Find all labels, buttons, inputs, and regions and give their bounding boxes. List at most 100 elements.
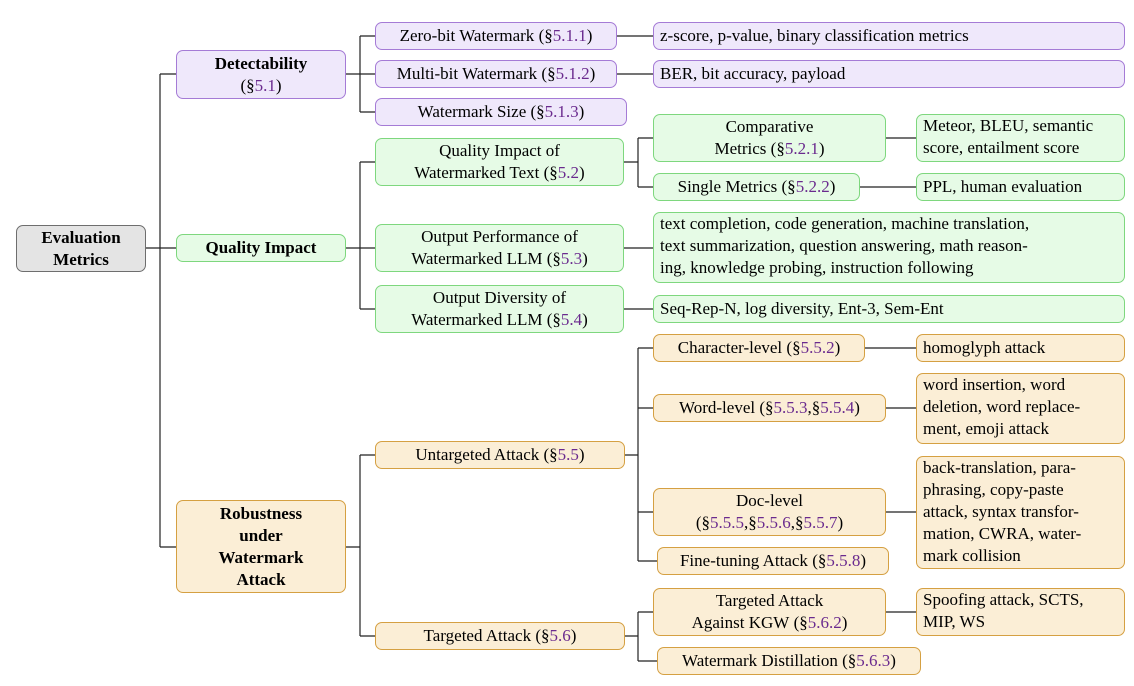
zero-bit-label: Zero-bit Watermark [399, 26, 535, 45]
doc-attacks-line1: back-translation, para- [923, 458, 1076, 477]
fine-tuning-attack-node: Fine-tuning Attack (§5.5.8) [657, 547, 889, 575]
tasks-line3: ing, knowledge probing, instruction foll… [660, 258, 974, 277]
kgw-attacks: Spoofing attack, SCTS, MIP, WS [916, 588, 1125, 636]
robustness-line1: Robustness [219, 503, 303, 523]
word-level-ref2: 5.5.4 [820, 398, 855, 417]
doc-attacks-line4: mation, CWRA, water- [923, 524, 1082, 543]
doc-level-ref2: 5.5.6 [756, 513, 791, 532]
kgw-line2: Against KGW [691, 613, 790, 632]
character-level-node: Character-level (§5.5.2) [653, 334, 865, 362]
root-node: Evaluation Metrics [16, 225, 146, 272]
output-performance-line2: Watermarked LLM [411, 249, 543, 268]
robustness-line3: Watermark [218, 547, 304, 567]
robustness-line2: under [239, 525, 283, 545]
zero-bit-node: Zero-bit Watermark (§5.1.1) [375, 22, 617, 50]
character-level-attacks: homoglyph attack [916, 334, 1125, 362]
single-metrics-text: PPL, human evaluation [923, 177, 1083, 196]
word-level-label: Word-level [679, 398, 756, 417]
doc-level-label: Doc-level [735, 491, 804, 510]
comparative-metrics-list: Meteor, BLEU, semantic score, entailment… [916, 114, 1125, 162]
multi-bit-node: Multi-bit Watermark (§5.1.2) [375, 60, 617, 88]
output-diversity-line1: Output Diversity of [432, 288, 567, 307]
root-label-line2: Metrics [53, 249, 109, 269]
output-diversity-metrics-text: Seq-Rep-N, log diversity, Ent-3, Sem-Ent [660, 299, 944, 318]
single-metrics-node: Single Metrics (§5.2.2) [653, 173, 860, 201]
character-level-attacks-text: homoglyph attack [923, 338, 1046, 357]
character-level-label: Character-level [677, 338, 783, 357]
kgw-line1: Targeted Attack [715, 591, 824, 610]
watermark-size-label: Watermark Size [417, 102, 527, 121]
watermark-distillation-ref: 5.6.3 [856, 651, 891, 670]
kgw-ref: 5.6.2 [807, 613, 842, 632]
kgw-attacks-line1: Spoofing attack, SCTS, [923, 590, 1084, 609]
output-diversity-metrics: Seq-Rep-N, log diversity, Ent-3, Sem-Ent [653, 295, 1125, 323]
robustness-node: Robustness under Watermark Attack [176, 500, 346, 593]
text-quality-line2: Watermarked Text [414, 163, 540, 182]
text-quality-line1: Quality Impact of [439, 141, 560, 160]
output-performance-node: Output Performance of Watermarked LLM (§… [375, 224, 624, 272]
word-level-ref1: 5.5.3 [773, 398, 808, 417]
doc-level-node: Doc-level (§5.5.5,§5.5.6,§5.5.7) [653, 488, 886, 536]
comparative-metrics-line2: score, entailment score [923, 138, 1080, 157]
root-label-line1: Evaluation [41, 227, 121, 247]
word-attacks-line2: deletion, word replace- [923, 397, 1081, 416]
fine-tuning-ref: 5.5.8 [826, 551, 861, 570]
comparative-ref: 5.2.1 [784, 139, 819, 158]
watermark-distillation-node: Watermark Distillation (§5.6.3) [657, 647, 921, 675]
single-metrics-ref: 5.2.2 [795, 177, 830, 196]
output-diversity-line2: Watermarked LLM [411, 310, 543, 329]
untargeted-attack-node: Untargeted Attack (§5.5) [375, 441, 625, 469]
multi-bit-metrics: BER, bit accuracy, payload [653, 60, 1125, 88]
watermark-size-node: Watermark Size (§5.1.3) [375, 98, 627, 126]
comparative-metrics-node: Comparative Metrics (§5.2.1) [653, 114, 886, 162]
tasks-line1: text completion, code generation, machin… [660, 214, 1030, 233]
text-quality-ref: 5.2 [557, 163, 580, 182]
kgw-attacks-line2: MIP, WS [923, 612, 986, 631]
watermark-distillation-label: Watermark Distillation [682, 651, 838, 670]
multi-bit-label: Multi-bit Watermark [396, 64, 538, 83]
targeted-attack-ref: 5.6 [549, 626, 571, 645]
fine-tuning-label: Fine-tuning Attack [679, 551, 808, 570]
tasks-line2: text summarization, question answering, … [660, 236, 1028, 255]
targeted-attack-label: Targeted Attack [423, 626, 532, 645]
zero-bit-metrics: z-score, p-value, binary classification … [653, 22, 1125, 50]
quality-impact-node: Quality Impact [176, 234, 346, 262]
output-performance-ref: 5.3 [560, 249, 583, 268]
comparative-line1: Comparative [725, 117, 814, 136]
output-performance-tasks: text completion, code generation, machin… [653, 212, 1125, 283]
multi-bit-ref: 5.1.2 [555, 64, 590, 83]
comparative-metrics-line1: Meteor, BLEU, semantic [923, 116, 1094, 135]
targeted-attack-node: Targeted Attack (§5.6) [375, 622, 625, 650]
character-level-ref: 5.5.2 [800, 338, 835, 357]
doc-attacks-line3: attack, syntax transfor- [923, 502, 1079, 521]
detectability-label: Detectability [214, 53, 308, 73]
robustness-line4: Attack [236, 569, 286, 589]
multi-bit-metrics-text: BER, bit accuracy, payload [660, 64, 846, 83]
text-quality-node: Quality Impact of Watermarked Text (§5.2… [375, 138, 624, 186]
detectability-node: Detectability (§5.1) [176, 50, 346, 99]
zero-bit-metrics-text: z-score, p-value, binary classification … [660, 26, 969, 45]
doc-level-ref3: 5.5.7 [803, 513, 838, 532]
word-level-node: Word-level (§5.5.3,§5.5.4) [653, 394, 886, 422]
watermark-size-ref: 5.1.3 [544, 102, 579, 121]
quality-impact-label: Quality Impact [205, 238, 317, 257]
word-attacks-line3: ment, emoji attack [923, 419, 1050, 438]
detectability-ref: 5.1 [254, 75, 276, 95]
single-metrics-list: PPL, human evaluation [916, 173, 1125, 201]
word-attacks-line1: word insertion, word [923, 375, 1066, 394]
untargeted-attack-label: Untargeted Attack [415, 445, 540, 464]
output-diversity-node: Output Diversity of Watermarked LLM (§5.… [375, 285, 624, 333]
doc-attacks-line5: mark collision [923, 546, 1021, 565]
kgw-attack-node: Targeted Attack Against KGW (§5.6.2) [653, 588, 886, 636]
doc-attacks-line2: phrasing, copy-paste [923, 480, 1064, 499]
doc-level-attacks: back-translation, para- phrasing, copy-p… [916, 456, 1125, 569]
word-level-attacks: word insertion, word deletion, word repl… [916, 373, 1125, 444]
zero-bit-ref: 5.1.1 [552, 26, 587, 45]
output-performance-line1: Output Performance of [421, 227, 578, 246]
doc-level-ref1: 5.5.5 [710, 513, 744, 532]
output-diversity-ref: 5.4 [560, 310, 583, 329]
untargeted-attack-ref: 5.5 [557, 445, 579, 464]
single-metrics-label: Single Metrics [677, 177, 778, 196]
comparative-line2: Metrics [714, 139, 767, 158]
